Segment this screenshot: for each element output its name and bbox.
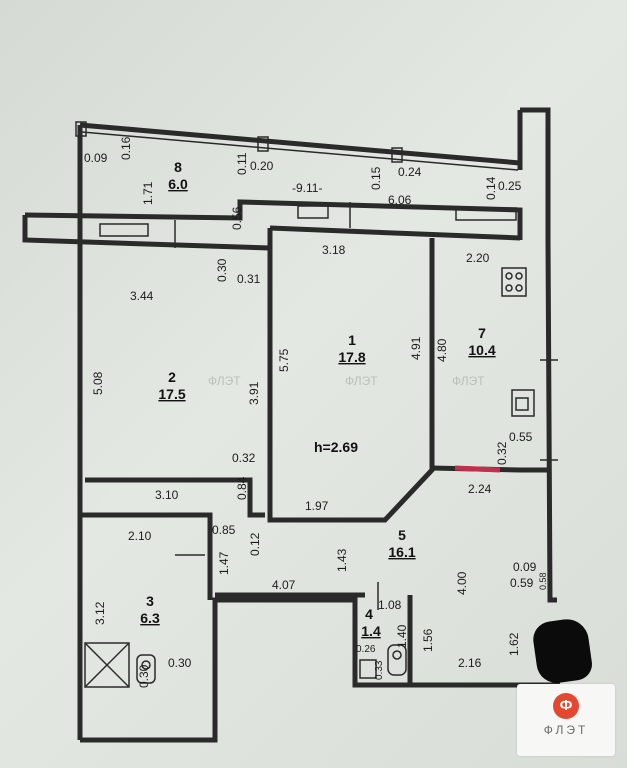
balcony-post — [257, 136, 269, 152]
watermark-text: ФЛЭТ — [208, 374, 241, 388]
dimension-label: 3.44 — [130, 289, 154, 303]
room-5-area: 16.1 — [388, 544, 415, 560]
dimension-label: 0.14 — [484, 176, 498, 200]
room-8-number: 8 — [174, 159, 182, 175]
dimension-label: 0.85 — [212, 523, 236, 537]
dimension-label: 3.12 — [93, 601, 107, 625]
dimension-label: 1.43 — [335, 548, 349, 572]
dimension-label: 5.75 — [277, 348, 291, 372]
room-4-area: 1.4 — [361, 623, 381, 639]
dimension-label: 0.33 — [374, 660, 385, 680]
logo-icon: Ф — [553, 693, 579, 719]
vertical-dimension-labels: 0.16 1.71 0.11 0.15 0.14 0.56 0.30 4.91 … — [91, 136, 548, 688]
dimension-label: 2.24 — [468, 482, 492, 496]
dimension-label: 0.12 — [248, 532, 262, 556]
dimension-label: 4.00 — [455, 571, 469, 595]
room-3-number: 3 — [146, 593, 154, 609]
fixtures — [84, 267, 535, 688]
dimension-label: 0.15 — [369, 166, 383, 190]
window — [297, 205, 329, 219]
dimension-label: 3.91 — [247, 381, 261, 405]
balcony-post — [391, 147, 403, 163]
room-7-area: 10.4 — [468, 342, 495, 358]
room-2-area: 17.5 — [158, 386, 185, 402]
dimension-label: 0.30 — [137, 664, 151, 688]
watermark-text: ФЛЭТ — [452, 374, 485, 388]
dimension-label: 0.30 — [215, 258, 229, 282]
dimension-label: 0.26 — [356, 644, 376, 655]
balcony-post — [75, 121, 87, 137]
windows — [99, 202, 558, 461]
dimension-label: 0.09 — [84, 151, 108, 165]
room-3-area: 6.3 — [140, 610, 160, 626]
window — [455, 207, 517, 221]
dimension-label: 1.71 — [141, 181, 155, 205]
dimension-label: 0.16 — [119, 136, 133, 160]
room-1-area: 17.8 — [338, 349, 365, 365]
stove-icon — [501, 267, 527, 297]
room-4-number: 4 — [365, 606, 373, 622]
toilet-icon — [136, 654, 156, 684]
washbasin-icon — [359, 659, 377, 679]
dimension-label: 0.84 — [235, 476, 249, 500]
room-1-number: 1 — [348, 332, 356, 348]
dimension-label: 5.08 — [91, 371, 105, 395]
dimension-label: 0.58 — [538, 572, 548, 590]
dimension-label: 0.24 — [398, 165, 422, 179]
balcony-walls — [22, 121, 523, 251]
room-5-number: 5 — [398, 527, 406, 543]
dimension-label: 1.40 — [395, 624, 409, 648]
dimension-label: 3.18 — [322, 243, 346, 257]
logo-text: ФЛЭТ — [543, 723, 589, 737]
dimension-label: 1.97 — [305, 499, 329, 513]
dimension-label: 2.20 — [466, 251, 490, 265]
dimension-label: 0.32 — [232, 451, 256, 465]
dimension-label: 1.56 — [421, 628, 435, 652]
dimension-label: -9.11- — [292, 181, 322, 195]
dimension-label: 4.91 — [409, 336, 423, 360]
dimension-label: 0.20 — [250, 159, 274, 173]
dimension-label: 1.08 — [378, 598, 402, 612]
dimension-label: 0.55 — [509, 430, 533, 444]
shower-icon — [84, 642, 130, 688]
logo-badge: Ф ФЛЭТ — [517, 684, 615, 756]
watermark-text: ФЛЭТ — [345, 374, 378, 388]
dimension-label: 0.59 — [510, 576, 534, 590]
dimension-label: 6.06 — [388, 193, 412, 207]
dimension-labels: 0.09 0.20 -9.11- 0.24 0.25 6.06 3.18 2.2… — [84, 151, 537, 670]
dimension-label: 3.10 — [155, 488, 179, 502]
ceiling-height: h=2.69 — [314, 439, 358, 455]
dimension-label: 4.07 — [272, 578, 296, 592]
dimension-label: 0.25 — [498, 179, 522, 193]
kitchen-sink-icon — [511, 389, 535, 417]
window — [99, 223, 149, 237]
dimension-label: 0.56 — [230, 206, 244, 230]
dimension-label: 0.11 — [235, 152, 249, 175]
toilet-icon — [387, 644, 407, 676]
dimension-label: 0.30 — [168, 656, 192, 670]
dimension-label: 2.10 — [128, 529, 152, 543]
room-2-number: 2 — [168, 369, 176, 385]
dimension-label: 2.16 — [458, 656, 482, 670]
dimension-label: 1.47 — [217, 551, 231, 575]
dimension-label: 0.31 — [237, 272, 261, 286]
dimension-label: 1.62 — [507, 632, 521, 656]
room-8-area: 6.0 — [168, 176, 188, 192]
interior-walls — [80, 225, 548, 685]
dimension-label: 0.32 — [495, 441, 509, 465]
dimension-label: 4.80 — [435, 338, 449, 362]
room-7-number: 7 — [478, 325, 486, 341]
dimension-label: 0.09 — [513, 560, 537, 574]
